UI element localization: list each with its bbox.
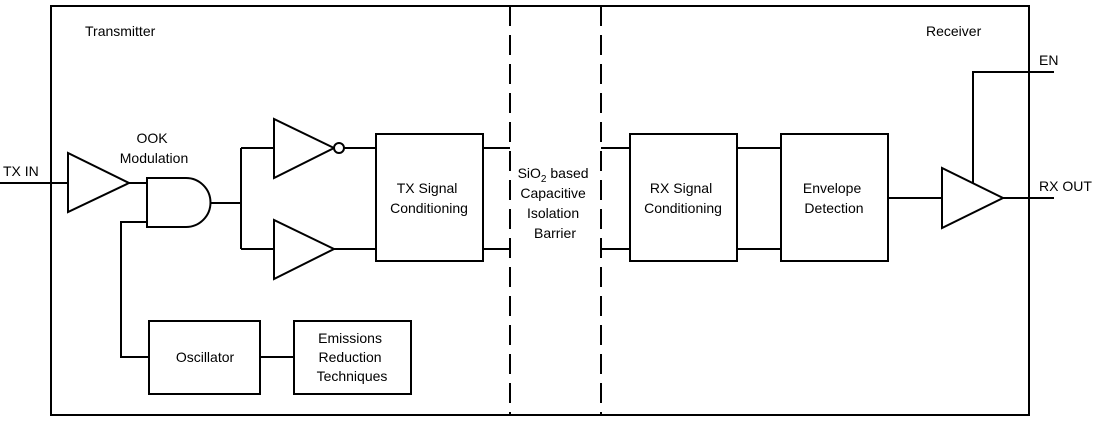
barrier-line3: Isolation — [527, 205, 579, 221]
ook-label-line1: OOK — [136, 130, 168, 146]
enable-wire — [972, 71, 1054, 183]
rx-block-line2: Conditioning — [644, 200, 722, 216]
rx-block-label: RX Signal Conditioning — [644, 180, 722, 216]
emissions-block-label: Emissions Reduction Techniques — [317, 330, 388, 384]
input-buffer — [67, 151, 132, 214]
en-pin-label: EN — [1039, 52, 1058, 68]
isolation-barrier-label: SiO2 based Capacitive Isolation Barrier — [518, 165, 593, 241]
envelope-block-line2: Detection — [804, 200, 863, 216]
device-outline — [50, 5, 1030, 416]
transmitter-label: Transmitter — [85, 23, 156, 39]
envelope-block-line1: Envelope — [803, 180, 862, 196]
oscillator-block-label: Oscillator — [176, 349, 235, 365]
barrier-line1: SiO2 based — [518, 165, 589, 185]
oscillator-to-and-wire — [120, 221, 149, 358]
noninverting-driver — [273, 218, 337, 281]
barrier-sio-text: SiO — [518, 165, 541, 181]
barrier-subscript: 2 — [541, 174, 547, 185]
emissions-reduction-block — [293, 320, 412, 395]
tx-signal-conditioning-block — [375, 133, 484, 262]
emissions-block-line2: Reduction — [319, 349, 382, 365]
envelope-block-label: Envelope Detection — [803, 180, 865, 216]
rx-out-pin-label: RX OUT — [1039, 178, 1092, 194]
envelope-detection-block — [780, 133, 889, 262]
barrier-line2: Capacitive — [520, 185, 586, 201]
barrier-based-text: based — [546, 165, 588, 181]
tx-in-pin-label: TX IN — [3, 163, 39, 179]
ook-label-line2: Modulation — [120, 150, 189, 166]
tx-block-line2: Conditioning — [390, 200, 468, 216]
tx-block-line1: TX Signal — [397, 180, 458, 196]
tx-block-label: TX Signal Conditioning — [390, 180, 468, 216]
ook-and-gate — [146, 177, 212, 228]
barrier-line4: Barrier — [534, 225, 576, 241]
emissions-block-line1: Emissions — [318, 330, 382, 346]
emissions-block-line3: Techniques — [317, 368, 388, 384]
inverter-bubble-icon — [333, 142, 345, 154]
ook-modulation-label: OOK Modulation — [120, 130, 189, 166]
inverting-driver — [273, 117, 337, 180]
receiver-label: Receiver — [926, 23, 982, 39]
rx-signal-conditioning-block — [629, 133, 738, 262]
rx-block-line1: RX Signal — [650, 180, 712, 196]
